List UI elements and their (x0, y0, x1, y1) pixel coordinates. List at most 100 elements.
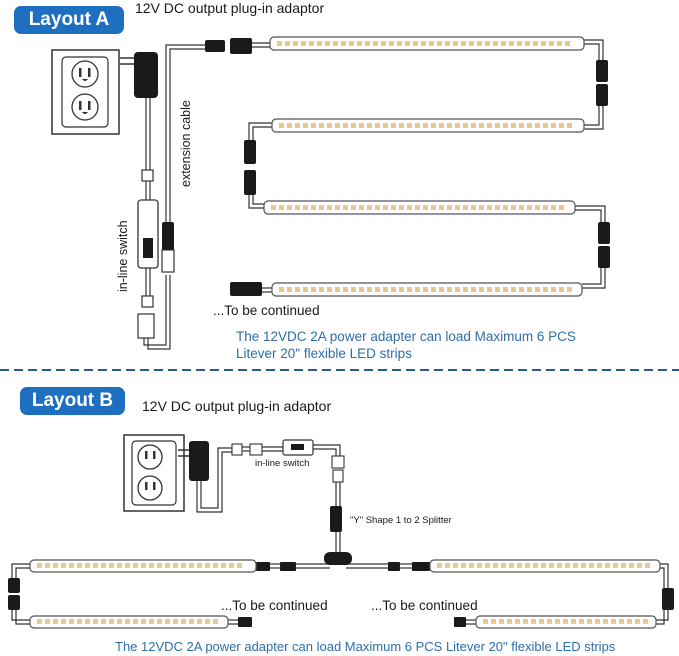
led-chip (311, 123, 316, 128)
splitter-label: "Y" Shape 1 to 2 Splitter (350, 515, 452, 526)
led-chip (399, 123, 404, 128)
led-chip (551, 287, 556, 292)
led-chip (389, 41, 394, 46)
led-chip (485, 41, 490, 46)
led-chip (487, 123, 492, 128)
led-chip (549, 563, 554, 568)
led-chip (431, 123, 436, 128)
layout-b-badge: Layout B (20, 387, 125, 415)
led-chip (407, 287, 412, 292)
layout-a-led-strip-3 (263, 200, 576, 215)
led-chip (479, 287, 484, 292)
led-chip (303, 287, 308, 292)
led-chip (77, 563, 82, 568)
led-chip (527, 205, 532, 210)
led-chip (627, 619, 632, 624)
led-chip (499, 619, 504, 624)
led-chip (287, 123, 292, 128)
led-chip (487, 205, 492, 210)
led-chip (391, 287, 396, 292)
led-chip (525, 563, 530, 568)
led-chip (543, 205, 548, 210)
led-chip (311, 205, 316, 210)
led-chip (341, 41, 346, 46)
led-chip (463, 287, 468, 292)
led-chip (287, 287, 292, 292)
led-chip (61, 619, 66, 624)
led-chip (327, 287, 332, 292)
led-chip (469, 563, 474, 568)
led-chip (367, 205, 372, 210)
led-chip (469, 41, 474, 46)
led-chip (319, 287, 324, 292)
led-chip (165, 563, 170, 568)
led-chip (613, 563, 618, 568)
led-chip (517, 41, 522, 46)
led-chip (383, 287, 388, 292)
led-chip (165, 619, 170, 624)
led-chip (351, 205, 356, 210)
layout-a-continued-label: ...To be continued (213, 303, 320, 318)
led-chip (117, 619, 122, 624)
led-chip (173, 619, 178, 624)
led-chip (287, 205, 292, 210)
led-chip (53, 619, 58, 624)
led-chip (197, 619, 202, 624)
led-chip (439, 123, 444, 128)
led-chip (303, 123, 308, 128)
led-chip (343, 287, 348, 292)
layout-b-led-strip-3 (29, 615, 229, 629)
led-chip (375, 287, 380, 292)
led-chip (423, 123, 428, 128)
led-chip (511, 287, 516, 292)
led-chip (375, 123, 380, 128)
led-chip (415, 205, 420, 210)
led-chip (141, 619, 146, 624)
led-chip (309, 41, 314, 46)
led-chip (375, 205, 380, 210)
led-chip (279, 205, 284, 210)
led-chip (381, 41, 386, 46)
led-chip (461, 563, 466, 568)
led-chip (501, 41, 506, 46)
led-chip (503, 123, 508, 128)
led-chip (519, 123, 524, 128)
led-chip (491, 619, 496, 624)
led-chip (565, 41, 570, 46)
layout-a-adapter (120, 52, 158, 98)
led-chip (277, 41, 282, 46)
layout-b-continued-right: ...To be continued (371, 598, 478, 613)
led-chip (45, 619, 50, 624)
led-chip (495, 205, 500, 210)
led-chip (109, 619, 114, 624)
led-chip (399, 205, 404, 210)
led-chip (559, 123, 564, 128)
led-chip (37, 619, 42, 624)
led-chip (579, 619, 584, 624)
led-chip (421, 41, 426, 46)
led-chip (555, 619, 560, 624)
led-chip (365, 41, 370, 46)
led-chip (405, 41, 410, 46)
led-chip (293, 41, 298, 46)
led-chip (431, 205, 436, 210)
led-chip (415, 123, 420, 128)
led-chip (445, 563, 450, 568)
led-chip (445, 41, 450, 46)
led-chip (407, 123, 412, 128)
led-chip (515, 619, 520, 624)
layout-a-led-strip-2 (271, 118, 585, 133)
led-chip (69, 619, 74, 624)
led-chip (181, 563, 186, 568)
led-chip (149, 619, 154, 624)
led-chip (573, 563, 578, 568)
led-chip (455, 205, 460, 210)
led-chip (359, 287, 364, 292)
led-chip (229, 563, 234, 568)
led-chip (101, 619, 106, 624)
led-chip (101, 563, 106, 568)
led-chip (471, 123, 476, 128)
led-chip (407, 205, 412, 210)
led-chip (447, 123, 452, 128)
